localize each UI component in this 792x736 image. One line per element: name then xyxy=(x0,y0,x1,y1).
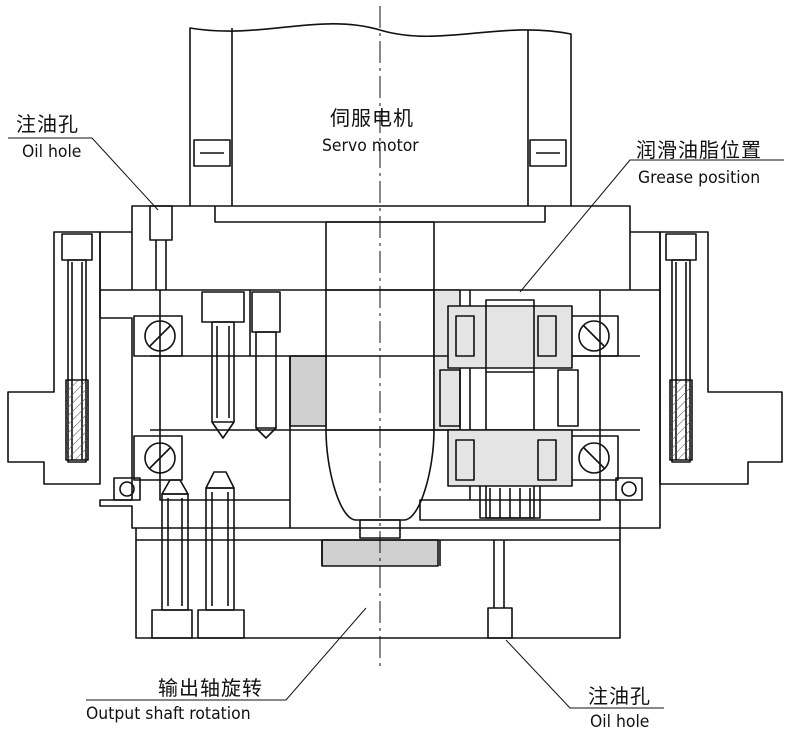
servo-motor-body xyxy=(189,22,572,206)
internal-bolt-left xyxy=(201,291,281,439)
bearing-left-upper xyxy=(133,315,183,357)
leader-output-shaft xyxy=(86,607,367,701)
leader-grease-position xyxy=(519,159,784,293)
oil-hole-left-label-en: Oil hole xyxy=(22,142,82,162)
right-mounting-flange xyxy=(659,231,783,485)
servo-motor-label-zh: 伺服电机 xyxy=(330,106,414,130)
bearing-right-upper xyxy=(569,315,619,357)
leader-oil-hole-left xyxy=(8,137,159,211)
left-mounting-flange xyxy=(7,231,101,485)
output-flange xyxy=(135,528,621,639)
oil-hole-channel-bottom xyxy=(487,540,513,639)
planetary-gear-right xyxy=(419,299,601,521)
grease-position-label-zh: 润滑油脂位置 xyxy=(636,138,762,162)
output-shaft-label-zh: 输出轴旋转 xyxy=(158,676,263,700)
leader-oil-hole-bottom xyxy=(505,639,664,709)
bearing-right-lower xyxy=(569,435,643,501)
oil-hole-bottom-label-en: Oil hole xyxy=(590,712,650,732)
bearing-left-lower xyxy=(113,435,183,501)
shaft-section-shading xyxy=(289,289,461,567)
grease-position-label-en: Grease position xyxy=(638,168,761,188)
output-bolt-left-1 xyxy=(151,479,193,639)
oil-hole-bottom-label-zh: 注油孔 xyxy=(588,684,651,708)
output-bolt-left-2 xyxy=(197,471,245,639)
oil-hole-channel-left xyxy=(149,205,173,290)
servo-motor-label-en: Servo motor xyxy=(322,136,419,156)
output-shaft-label-en: Output shaft rotation xyxy=(86,704,251,724)
oil-hole-left-label-zh: 注油孔 xyxy=(16,112,79,136)
